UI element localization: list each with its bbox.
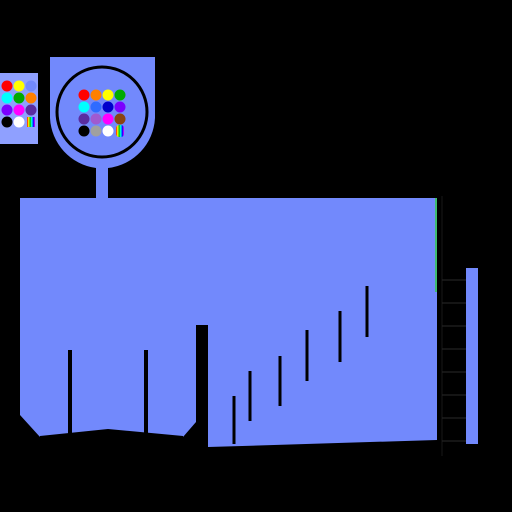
hopper-balls — [78, 89, 126, 137]
hopper-ball — [114, 113, 126, 125]
hopper-ball — [78, 101, 90, 113]
hopper-ball — [102, 113, 114, 125]
side-meter — [441, 196, 478, 456]
hopper-ball — [90, 89, 102, 101]
meter-bar — [466, 268, 478, 444]
hopper-ball — [102, 125, 114, 137]
palette-swatch[interactable] — [25, 92, 37, 104]
palette-swatch[interactable] — [25, 104, 37, 116]
palette-swatch[interactable] — [13, 116, 25, 128]
hopper-ball — [78, 125, 90, 137]
board-left-bin — [20, 198, 437, 447]
hopper-ball — [114, 101, 126, 113]
hopper-ball — [90, 101, 102, 113]
hopper-ball — [114, 89, 126, 101]
color-palette[interactable] — [0, 58, 44, 145]
board-pegs — [68, 286, 369, 447]
board-floor — [39, 428, 184, 438]
palette-swatch[interactable] — [13, 104, 25, 116]
meter-segments — [442, 279, 466, 442]
hopper-ball-rainbow — [116, 125, 124, 137]
ball-hopper[interactable] — [50, 57, 155, 198]
palette-swatch[interactable] — [1, 104, 13, 116]
hopper-ball — [78, 89, 90, 101]
hopper-ball — [90, 113, 102, 125]
marble-board[interactable] — [20, 198, 437, 447]
palette-swatch-rainbow[interactable] — [27, 117, 35, 127]
palette-swatches[interactable] — [1, 80, 37, 128]
hopper-window — [55, 65, 149, 159]
hopper-ball — [102, 101, 114, 113]
center-wall — [196, 325, 208, 447]
palette-swatch[interactable] — [13, 80, 25, 92]
palette-swatch[interactable] — [13, 92, 25, 104]
palette-swatch[interactable] — [1, 80, 13, 92]
hopper-ball — [90, 125, 102, 137]
palette-swatch[interactable] — [1, 116, 13, 128]
hopper-ball — [102, 89, 114, 101]
palette-swatch[interactable] — [1, 92, 13, 104]
palette-swatch[interactable] — [25, 80, 37, 92]
hopper-ball — [78, 113, 90, 125]
